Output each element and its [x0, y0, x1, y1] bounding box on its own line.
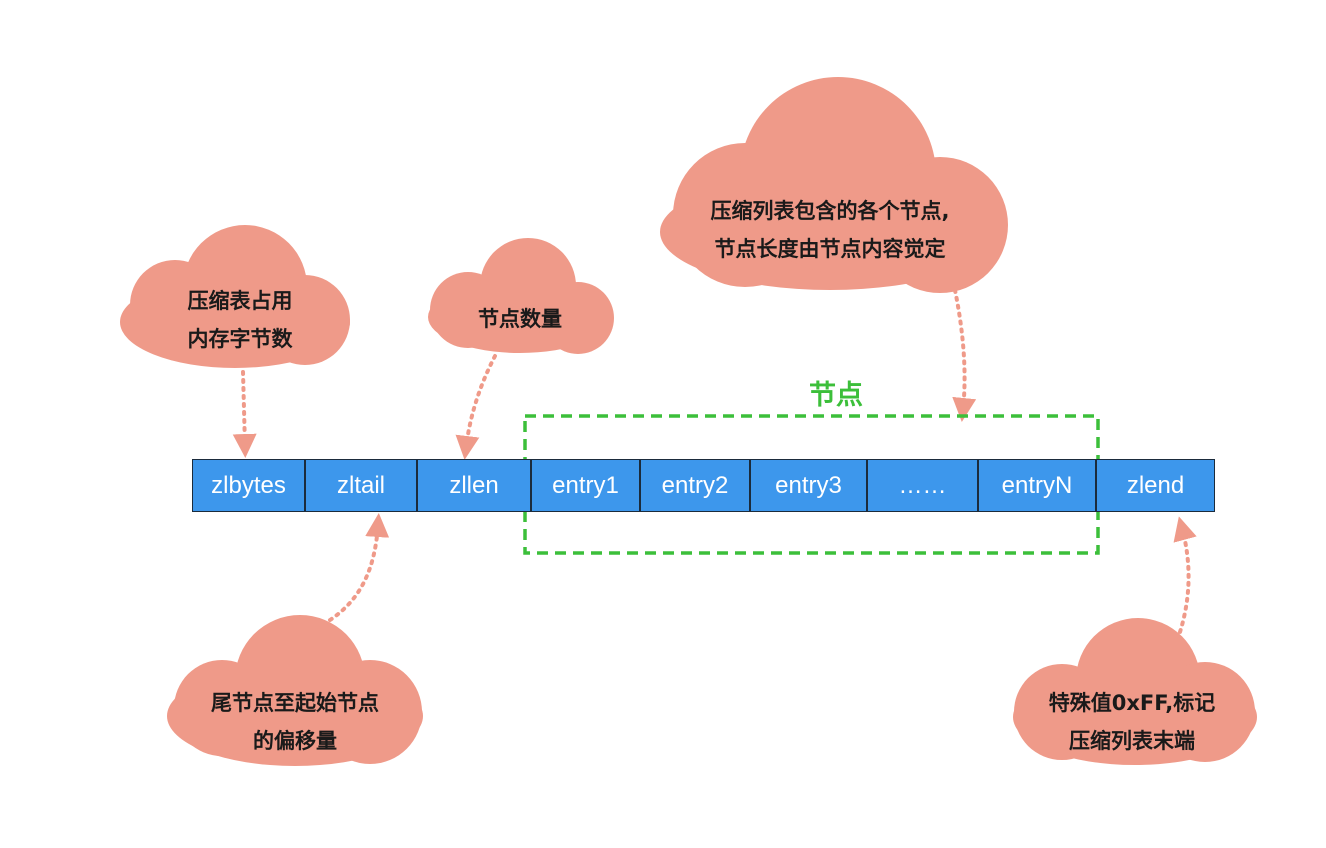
arrow-entries-note — [952, 288, 977, 422]
entries-group-label: 节点 — [809, 380, 863, 411]
cloud-text-entries-note: 压缩列表包含的各个节点, 节点长度由节点内容觉定 — [660, 192, 1000, 268]
cell-zlbytes: zlbytes — [192, 459, 305, 512]
cloud-line: 压缩列表包含的各个节点, — [710, 199, 950, 223]
cell-entryN: entryN — [978, 459, 1096, 512]
cloud-line: 压缩表占用 — [187, 289, 293, 313]
cloud-line: 特殊值0xFF,标记 — [1048, 691, 1216, 715]
cloud-shape-zlend-note — [1013, 618, 1257, 765]
cloud-line: 节点数量 — [478, 307, 562, 331]
cloud-shape-entries-note — [660, 77, 1008, 293]
cell-zlend: zlend — [1096, 459, 1215, 512]
cloud-line: 的偏移量 — [253, 729, 337, 753]
cloud-shape-zltail-note — [167, 615, 423, 766]
cloud-line: 节点长度由节点内容觉定 — [714, 237, 946, 261]
cell-entry1: entry1 — [531, 459, 640, 512]
cloud-line: 压缩列表末端 — [1069, 729, 1195, 753]
arrow-zltail-note — [328, 513, 390, 622]
cloud-shape-zlbytes-note — [120, 225, 350, 368]
cloud-shape-zllen-note — [428, 238, 614, 354]
cloud-line: 内存字节数 — [187, 327, 293, 351]
arrow-zllen-note — [455, 354, 497, 460]
cell-zltail: zltail — [305, 459, 417, 512]
cell-entry3: entry3 — [750, 459, 867, 512]
arrow-zlend-note — [1173, 516, 1197, 634]
cloud-line: 尾节点至起始节点 — [211, 691, 379, 715]
cell-ellipsis: …… — [867, 459, 978, 512]
cloud-text-zlend-note: 特殊值0xFF,标记 压缩列表末端 — [1012, 684, 1252, 760]
cloud-text-zltail-note: 尾节点至起始节点 的偏移量 — [180, 684, 410, 760]
arrow-zlbytes-note — [232, 370, 257, 458]
cell-entry2: entry2 — [640, 459, 750, 512]
cloud-text-zllen-note: 节点数量 — [440, 300, 600, 338]
cell-zllen: zllen — [417, 459, 531, 512]
cloud-text-zlbytes-note: 压缩表占用 内存字节数 — [140, 282, 340, 358]
